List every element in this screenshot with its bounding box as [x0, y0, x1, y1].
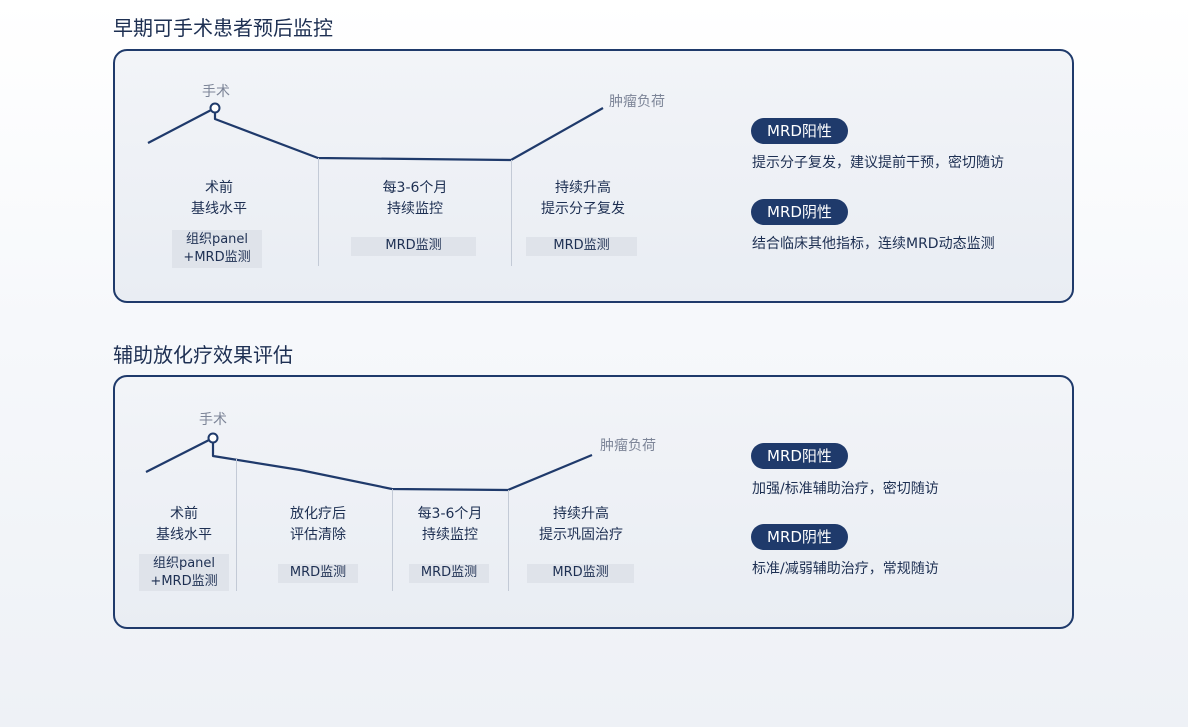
surgery-label: 手术 — [202, 84, 230, 100]
stage-label: 术前 — [170, 506, 198, 522]
section-title: 早期可手术患者预后监控 — [113, 16, 333, 40]
stage-label: 提示巩固治疗 — [539, 527, 623, 543]
stage-label: 每3-6个月 — [382, 180, 448, 196]
tumor-burden-curve — [147, 102, 604, 162]
stage-label: 持续监控 — [422, 527, 478, 543]
stage-label: 术前 — [205, 180, 233, 196]
stage-label: 持续升高 — [553, 506, 609, 522]
stage-label: 持续监控 — [387, 201, 443, 217]
mrd-positive-badge: MRD阳性 — [751, 118, 848, 144]
mrd-negative-advice: 结合临床其他指标，连续MRD动态监测 — [752, 236, 995, 252]
monitoring-tag: MRD监测 — [351, 237, 476, 256]
stage-label: 基线水平 — [191, 201, 247, 217]
stage-label: 评估清除 — [290, 527, 346, 543]
adjuvant-therapy-evaluation-panel: 手术 肿瘤负荷 术前 基线水平 组织panel +MRD监测 放化疗后 评估清除… — [113, 375, 1074, 629]
stage-label: 每3-6个月 — [417, 506, 483, 522]
stage-label: 持续升高 — [555, 180, 611, 196]
stage-label: 放化疗后 — [290, 506, 346, 522]
stage-label: 基线水平 — [156, 527, 212, 543]
stage-divider — [392, 489, 393, 591]
mrd-positive-badge: MRD阳性 — [751, 443, 848, 469]
stage-divider — [236, 459, 237, 591]
monitoring-tag: MRD监测 — [278, 564, 358, 583]
surgery-marker — [207, 432, 219, 444]
stage-divider — [508, 490, 509, 591]
early-surgery-monitoring-panel: 手术 肿瘤负荷 术前 基线水平 组织panel +MRD监测 每3-6个月 持续… — [113, 49, 1074, 303]
mrd-negative-advice: 标准/减弱辅助治疗，常规随访 — [752, 561, 939, 577]
stage-divider — [511, 160, 512, 266]
section-title: 辅助放化疗效果评估 — [113, 343, 293, 367]
stage-label: 提示分子复发 — [541, 201, 625, 217]
surgery-marker — [209, 102, 221, 114]
monitoring-tag: 组织panel +MRD监测 — [139, 554, 229, 591]
mrd-negative-badge: MRD阴性 — [751, 524, 848, 550]
tumor-burden-label: 肿瘤负荷 — [600, 438, 656, 454]
mrd-negative-badge: MRD阴性 — [751, 199, 848, 225]
monitoring-tag: MRD监测 — [409, 564, 489, 583]
mrd-positive-advice: 加强/标准辅助治疗，密切随访 — [752, 481, 939, 497]
mrd-positive-advice: 提示分子复发，建议提前干预，密切随访 — [752, 155, 1004, 171]
stage-divider — [318, 158, 319, 266]
monitoring-tag: MRD监测 — [526, 237, 637, 256]
surgery-label: 手术 — [199, 412, 227, 428]
tumor-burden-label: 肿瘤负荷 — [609, 94, 665, 110]
monitoring-tag: 组织panel +MRD监测 — [172, 230, 262, 268]
monitoring-tag: MRD监测 — [527, 564, 634, 583]
